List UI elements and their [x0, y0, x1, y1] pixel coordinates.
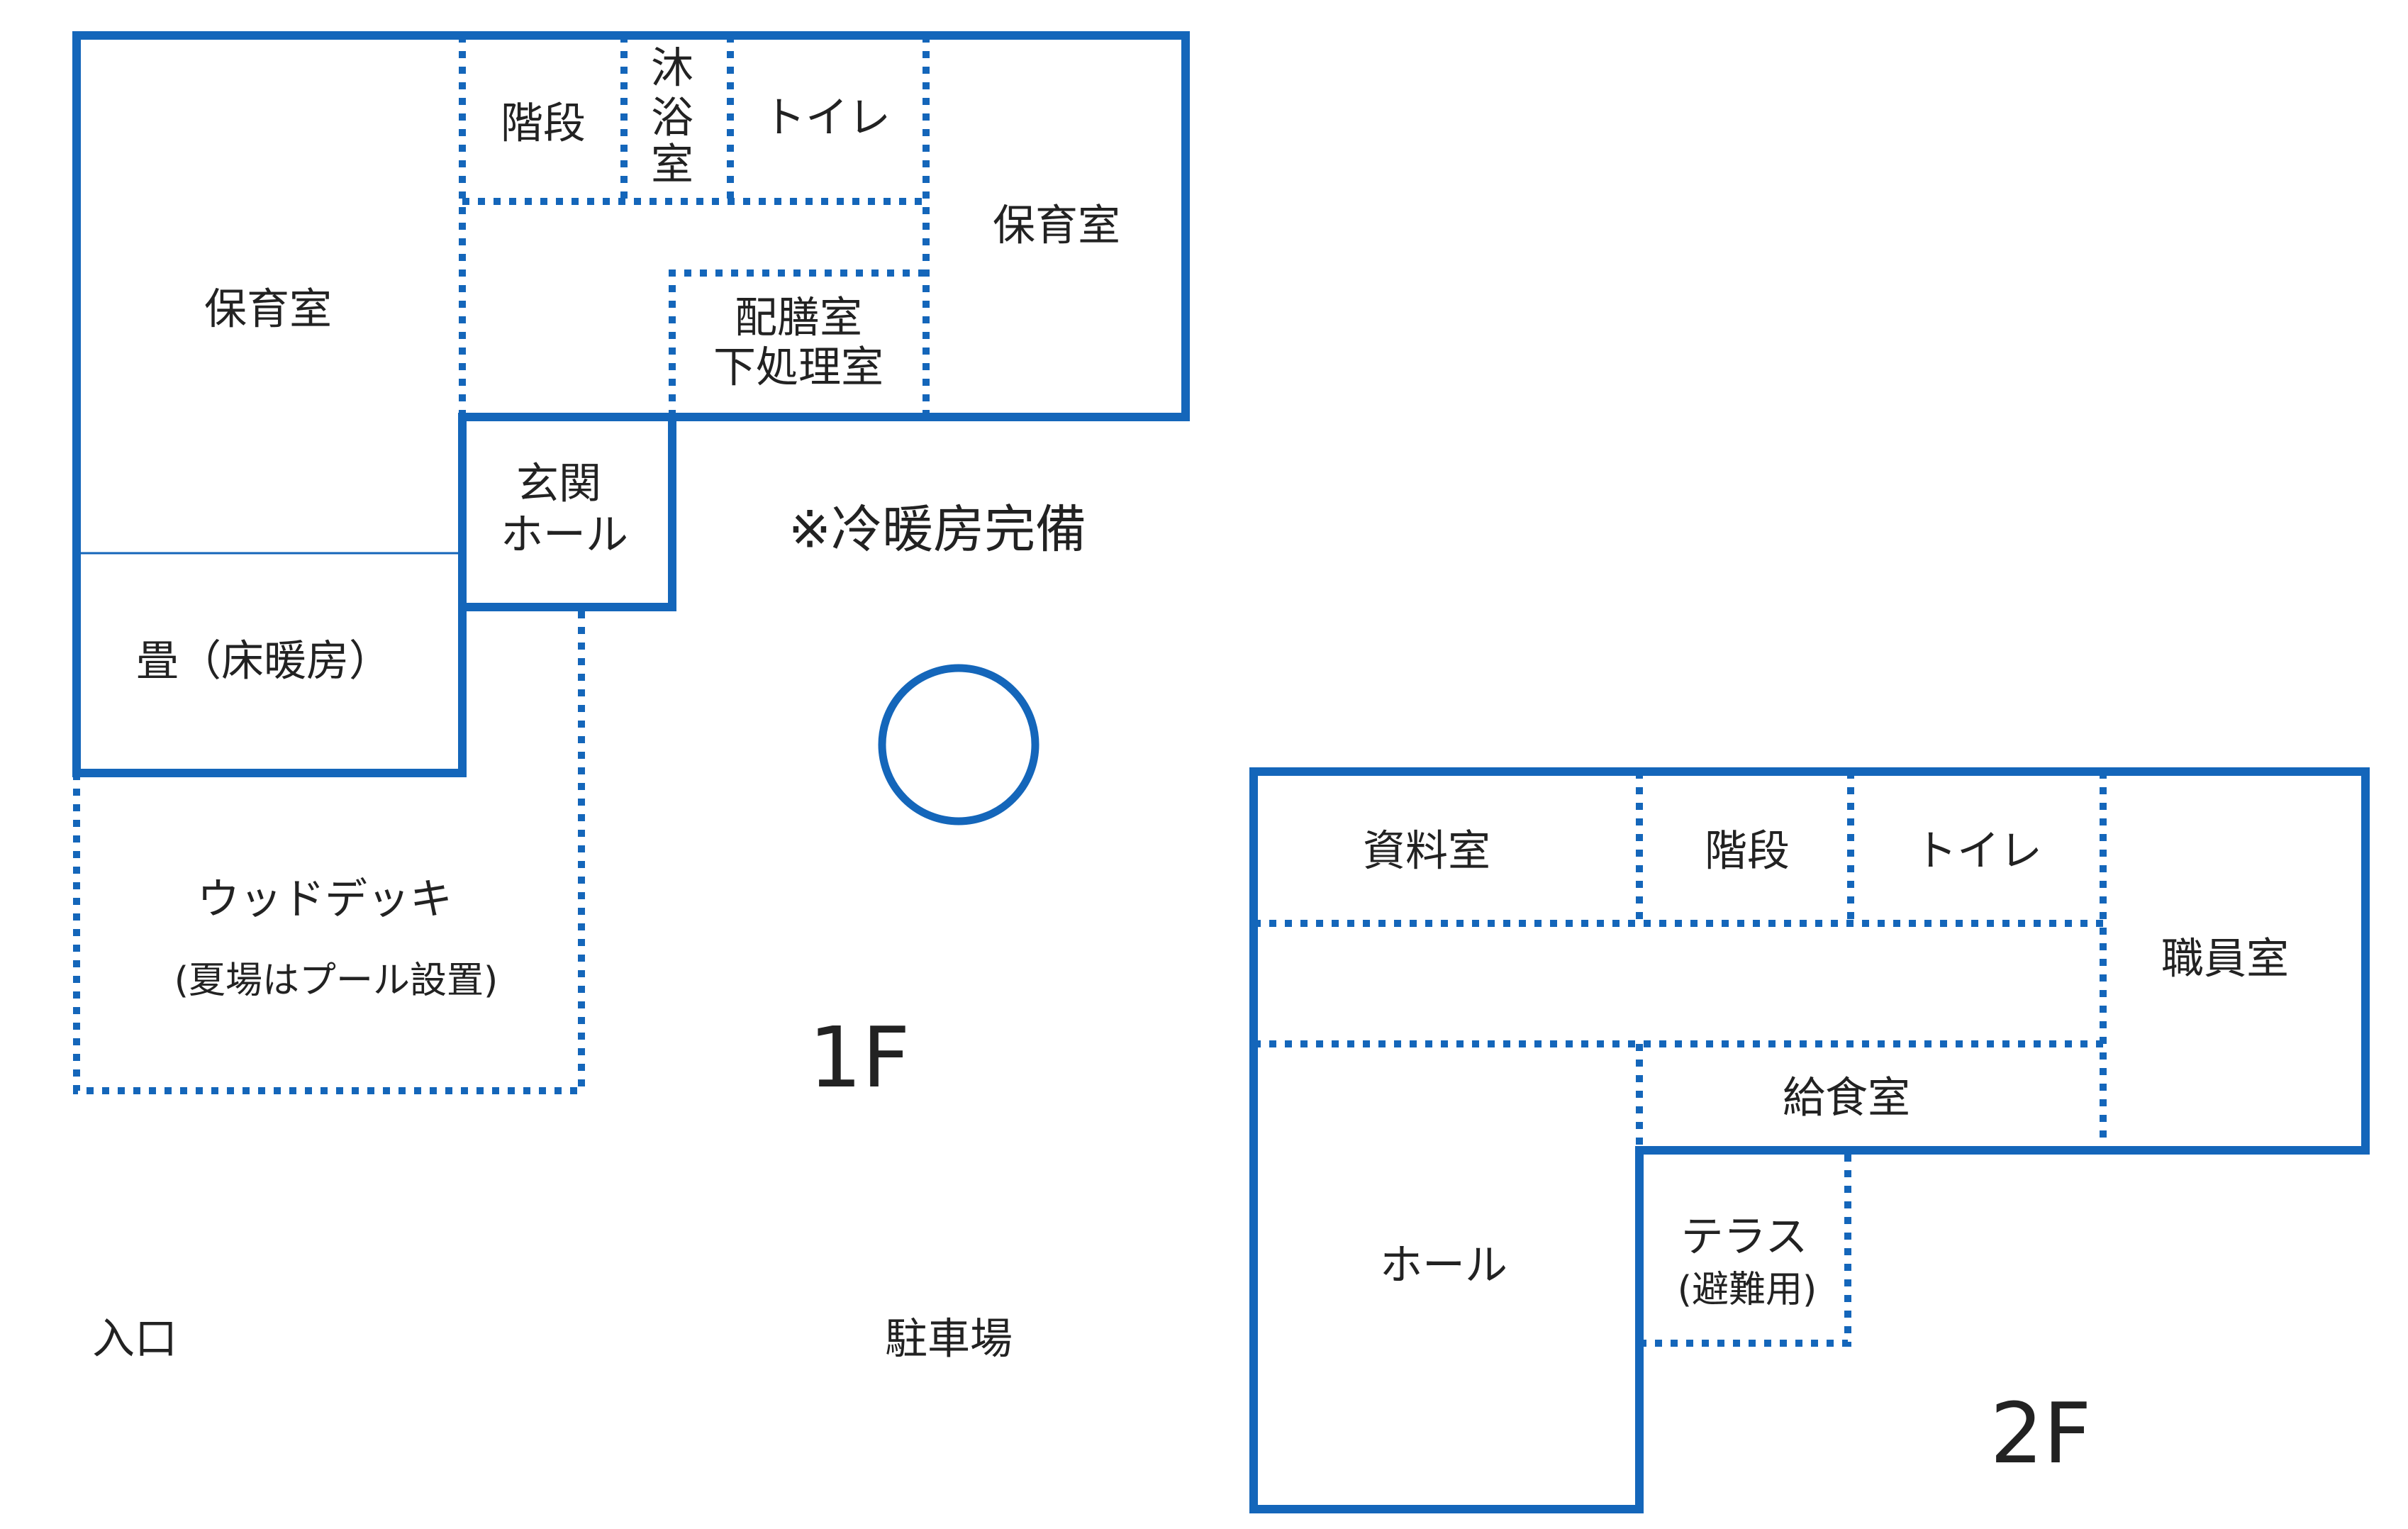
- floor1-labels: 保育室 階段 沐 浴 室 トイレ 保育室 配膳室 下処理室 玄関 ホール 畳（床…: [92, 44, 1120, 1364]
- terrace-outline: [1639, 1150, 1851, 1347]
- floor2-labels: 資料室 階段 トイレ 職員室 給食室 ホール テラス (避難用) 2F: [1363, 827, 2289, 1483]
- air-conditioning-note: ※冷暖房完備: [788, 500, 1086, 560]
- room-entrance-2: ホール: [501, 511, 628, 560]
- circle-icon: [878, 664, 1039, 825]
- room-toilet-2f: トイレ: [1914, 827, 2042, 877]
- floor1-label: 1F: [809, 1008, 910, 1106]
- room-stairs-2f: 階段: [1705, 827, 1790, 877]
- room-kitchen: 給食室: [1783, 1074, 1910, 1123]
- floor2-walls: [1249, 767, 2370, 1513]
- wood-deck-outline: [73, 607, 585, 1094]
- room-tatami: 畳（床暖房）: [136, 637, 391, 686]
- floor1-outer-wall: [72, 31, 1190, 777]
- room-hall: ホール: [1380, 1241, 1507, 1291]
- room-serving-1: 配膳室: [735, 294, 862, 343]
- room-wood-deck: ウッドデッキ: [197, 875, 452, 925]
- floor2-label: 2F: [1990, 1384, 2092, 1482]
- room-nursery-left: 保育室: [204, 285, 332, 335]
- room-toilet-1f: トイレ: [763, 94, 891, 143]
- entrance-hall-wall: [458, 413, 676, 611]
- entrance-label: 入口: [92, 1315, 177, 1364]
- room-wood-deck-note: (夏場はプール設置): [174, 960, 498, 1002]
- room-bath-3: 室: [651, 140, 693, 190]
- floor2-outer-wall: [1249, 767, 2370, 1513]
- room-terrace-note: (避難用): [1678, 1269, 1817, 1311]
- floor1-walls: [72, 31, 1190, 777]
- room-entrance-1: 玄関: [516, 460, 601, 509]
- room-bath-2: 浴: [651, 94, 693, 143]
- room-terrace: テラス: [1681, 1213, 1808, 1262]
- room-serving-2: 下処理室: [713, 343, 884, 393]
- floor2-partitions: [1254, 772, 2107, 1347]
- room-bath-1: 沐: [651, 44, 693, 94]
- room-archive: 資料室: [1363, 827, 1490, 877]
- room-staff: 職員室: [2161, 935, 2289, 984]
- floor1-partitions: [73, 35, 930, 1094]
- room-stairs-1f: 階段: [501, 99, 586, 149]
- parking-label: 駐車場: [885, 1315, 1013, 1364]
- room-nursery-right: 保育室: [993, 201, 1120, 251]
